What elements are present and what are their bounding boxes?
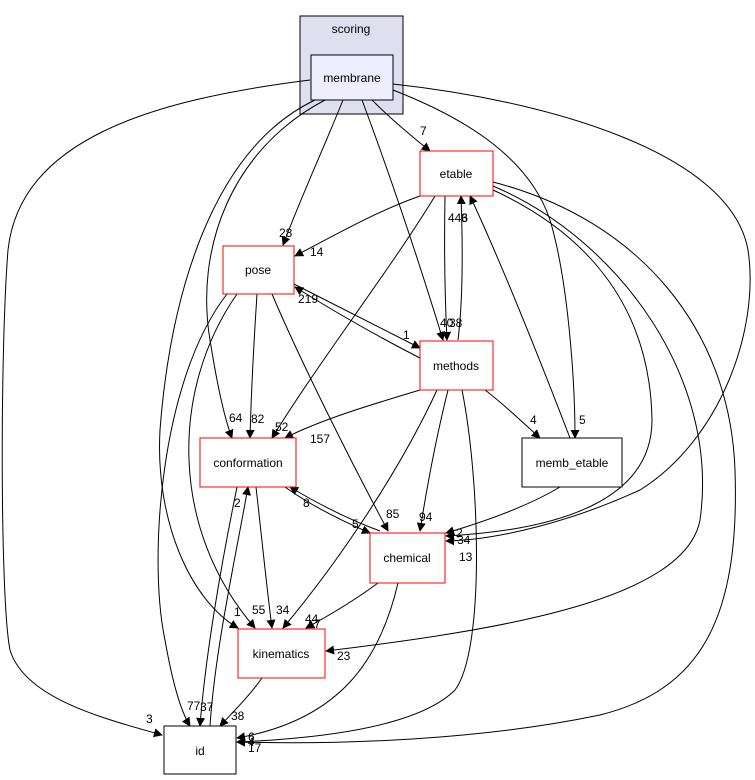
edge-methods-pose — [294, 286, 421, 359]
edge-conformation-id — [196, 486, 238, 727]
edge-methods-conformation — [284, 389, 421, 439]
edge-label: 1 — [403, 328, 410, 342]
edge-pose-id — [157, 293, 228, 727]
edge-label: 77 — [187, 699, 201, 713]
node-pose[interactable]: pose — [222, 245, 295, 295]
edge-label: 38 — [449, 316, 463, 330]
edge-membrane-kinematics — [159, 99, 316, 629]
edge-membrane-conformation — [206, 99, 326, 439]
edge-label: 52 — [275, 420, 289, 434]
node-chemical[interactable]: chemical — [369, 532, 446, 584]
node-label: memb_etable — [536, 456, 609, 470]
edge-label: 34 — [276, 603, 290, 617]
node-memb-etable[interactable]: memb_etable — [521, 437, 623, 488]
edge-label: 14 — [310, 245, 324, 259]
node-id[interactable]: id — [163, 725, 237, 775]
node-membrane[interactable]: membrane — [310, 54, 394, 101]
edge-label: 82 — [251, 412, 265, 426]
edge-conformation-kinematics — [255, 486, 276, 629]
edge-pose-chemical — [271, 293, 389, 532]
edge-label: 8 — [303, 496, 310, 510]
edge-pose-methods — [293, 283, 421, 349]
edge-label: 7 — [314, 617, 321, 631]
node-label: etable — [440, 167, 473, 181]
cluster-label: scoring — [332, 22, 371, 36]
edge-memb-etable-etable — [469, 195, 571, 439]
edge-label: 4 — [248, 735, 255, 749]
edge-methods-id — [236, 389, 477, 747]
edge-label: 13 — [459, 550, 473, 564]
edge-label: 2 — [456, 526, 463, 540]
edge-label: 2 — [234, 496, 241, 510]
edge-membrane-methods — [361, 99, 445, 341]
node-kinematics[interactable]: kinematics — [237, 628, 326, 679]
edge-membrane-chemical — [392, 83, 751, 546]
edge-label: 28 — [279, 226, 293, 240]
edge-etable-id — [236, 181, 736, 747]
edge-membrane-pose — [281, 99, 344, 246]
node-etable[interactable]: etable — [419, 150, 494, 197]
edge-label: 5 — [352, 517, 359, 531]
node-label: kinematics — [253, 647, 310, 661]
node-label: id — [195, 744, 204, 758]
edge-label: 3 — [146, 712, 153, 726]
edge-label: 4 — [530, 413, 537, 427]
node-label: chemical — [383, 551, 430, 565]
edge-methods-memb-etable — [484, 389, 541, 439]
edge-label: 55 — [252, 603, 266, 617]
node-label: conformation — [213, 456, 282, 470]
node-label: methods — [433, 359, 479, 373]
edge-label: 37 — [200, 700, 214, 714]
edge-label: 94 — [419, 510, 433, 524]
edge-pose-conformation — [245, 293, 258, 439]
edge-label: 446 — [448, 211, 468, 225]
edge-label: 38 — [231, 709, 245, 723]
edge-label: 34 — [457, 533, 471, 547]
edge-methods-chemical — [416, 389, 449, 532]
node-label: membrane — [323, 71, 381, 85]
edge-label: 40 — [440, 316, 454, 330]
edge-chemical-kinematics — [305, 582, 379, 629]
edge-label: 64 — [229, 411, 243, 425]
edge-label: 85 — [386, 507, 400, 521]
edge-etable-methods — [442, 195, 452, 341]
edge-label: 44 — [305, 612, 319, 626]
edge-label: 5 — [579, 413, 586, 427]
edge-etable-conformation — [271, 195, 436, 439]
edge-kinematics-id — [219, 677, 263, 727]
edge-chemical-id — [236, 582, 399, 742]
edge-label: 219 — [298, 292, 318, 306]
edge-label: 1 — [234, 605, 241, 619]
edge-label: 17 — [248, 741, 262, 755]
edge-etable-kinematics — [325, 185, 704, 655]
edge-memb-etable-chemical — [445, 486, 561, 536]
edge-label: 7 — [420, 124, 427, 138]
node-label: pose — [245, 263, 271, 277]
edge-membrane-id — [1, 79, 311, 738]
edge-methods-etable — [456, 195, 466, 341]
edge-pose-kinematics — [188, 293, 256, 629]
edge-etable-chemical — [445, 189, 653, 541]
edge-label: 157 — [310, 432, 330, 446]
edge-membrane-etable — [371, 99, 431, 152]
edge-methods-kinematics — [282, 389, 438, 629]
edge-chemical-conformation — [289, 486, 381, 532]
edge-membrane-memb-etable — [392, 89, 580, 439]
node-methods[interactable]: methods — [419, 340, 494, 391]
edge-id-conformation — [209, 486, 252, 727]
edge-label: 3 — [461, 211, 468, 225]
edge-label: 6 — [248, 730, 255, 744]
node-conformation[interactable]: conformation — [199, 437, 297, 488]
edge-label: 23 — [337, 649, 351, 663]
edge-etable-pose — [294, 195, 421, 257]
